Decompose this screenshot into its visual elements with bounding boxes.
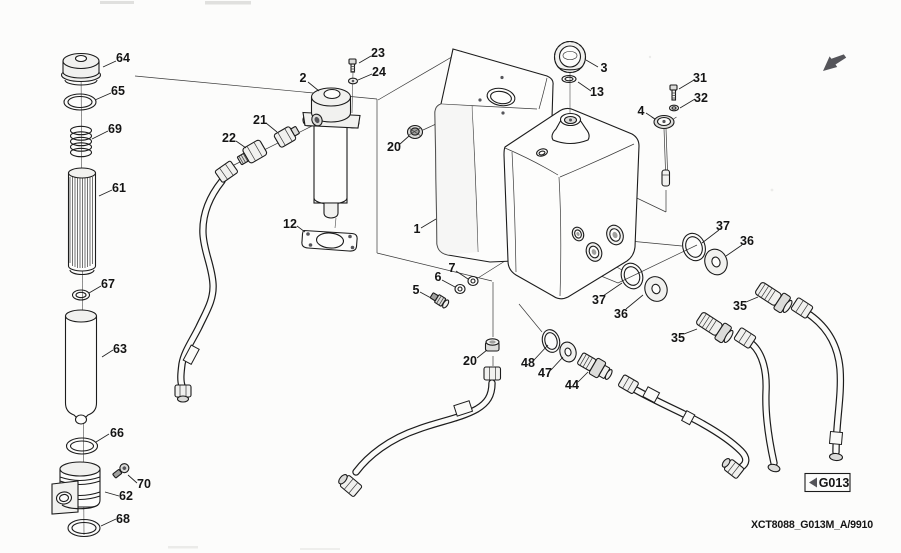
tank-filler-neck bbox=[551, 112, 590, 145]
callout-24: 24 bbox=[372, 65, 386, 79]
callout-35b: 35 bbox=[671, 331, 685, 345]
part-6-washer bbox=[454, 283, 466, 295]
part-22-fitting bbox=[236, 139, 268, 166]
callout-63: 63 bbox=[113, 342, 127, 356]
callout-37b: 37 bbox=[592, 293, 606, 307]
filler-cap-group bbox=[553, 40, 587, 114]
washer-36b bbox=[644, 276, 668, 302]
callout-12: 12 bbox=[283, 217, 297, 231]
callout-64: 64 bbox=[116, 51, 130, 65]
callout-22: 22 bbox=[222, 131, 236, 145]
callout-37a: 37 bbox=[716, 219, 730, 233]
callout-62: 62 bbox=[119, 489, 133, 503]
hose-return-line bbox=[174, 160, 238, 403]
assembly-lines bbox=[134, 50, 698, 366]
callout-23: 23 bbox=[371, 46, 385, 60]
oring-37b bbox=[620, 262, 644, 290]
callout-67: 67 bbox=[101, 277, 115, 291]
callout-44: 44 bbox=[565, 378, 579, 392]
left-triangle-icon bbox=[809, 477, 817, 488]
callout-4: 4 bbox=[638, 104, 645, 118]
callout-5: 5 bbox=[413, 283, 420, 297]
part-31-bolt bbox=[669, 84, 678, 101]
callout-47: 47 bbox=[538, 366, 552, 380]
callout-20a: 20 bbox=[387, 140, 401, 154]
part-64-cap bbox=[60, 52, 102, 86]
callout-35a: 35 bbox=[733, 299, 747, 313]
return-filter-assembly bbox=[174, 58, 361, 403]
part-21-fitting bbox=[273, 126, 300, 148]
washer-36a bbox=[704, 248, 728, 276]
callout-48: 48 bbox=[521, 356, 535, 370]
callout-66: 66 bbox=[110, 426, 124, 440]
figure-caption: XCT8088_G013M_A/9910 bbox=[751, 519, 873, 531]
hose-b bbox=[733, 327, 781, 473]
callout-7: 7 bbox=[449, 261, 456, 275]
dipstick-group bbox=[651, 84, 680, 187]
callout-61: 61 bbox=[112, 181, 126, 195]
callout-13: 13 bbox=[590, 85, 604, 99]
fitting-35a bbox=[755, 282, 793, 314]
callout-2: 2 bbox=[300, 71, 307, 85]
figure-ref-label: G013 bbox=[819, 476, 850, 490]
callout-32: 32 bbox=[694, 91, 708, 105]
part-66-oring bbox=[65, 437, 99, 455]
suction-hose bbox=[338, 366, 502, 497]
oring-48 bbox=[541, 329, 561, 353]
part-63-tube bbox=[64, 309, 98, 425]
part-13-washer bbox=[561, 74, 577, 84]
part-20-fitting-lower bbox=[484, 338, 500, 352]
washer-47 bbox=[559, 341, 577, 363]
part-12-flange bbox=[301, 229, 358, 252]
tank-ports bbox=[571, 224, 624, 262]
oring-37a bbox=[682, 232, 706, 262]
left-filter-stack bbox=[51, 52, 130, 538]
callout-31: 31 bbox=[693, 71, 707, 85]
view-direction-arrow-icon bbox=[823, 54, 847, 71]
part-3-filler-cap bbox=[553, 40, 587, 74]
part-68-oring bbox=[67, 518, 101, 538]
scan-artifacts bbox=[100, 1, 774, 550]
callout-36b: 36 bbox=[614, 307, 628, 321]
callout-68: 68 bbox=[116, 512, 130, 526]
tank-part-1 bbox=[434, 48, 640, 300]
part-69-spring bbox=[69, 125, 93, 158]
hose-a bbox=[790, 297, 845, 462]
hose-c bbox=[618, 374, 750, 479]
callout-labels: 64 65 69 61 67 63 66 70 62 68 2 23 24 21… bbox=[88, 46, 759, 527]
part-4-dipstick bbox=[651, 114, 677, 187]
part-62-housing bbox=[51, 461, 101, 515]
callout-21: 21 bbox=[253, 113, 267, 127]
fitting-35b bbox=[696, 312, 734, 344]
part-7-washer bbox=[467, 275, 479, 287]
callout-20b: 20 bbox=[463, 354, 477, 368]
part-23-bolt bbox=[348, 58, 357, 73]
part-61-filter-element bbox=[67, 167, 97, 276]
callout-36a: 36 bbox=[740, 234, 754, 248]
callout-65: 65 bbox=[111, 84, 125, 98]
part-20-fitting-upper bbox=[406, 124, 424, 140]
part-67-oring bbox=[71, 289, 91, 301]
callout-69: 69 bbox=[108, 122, 122, 136]
callout-70: 70 bbox=[137, 477, 151, 491]
drain-plug-group bbox=[429, 275, 479, 309]
part-70-plug bbox=[112, 463, 130, 479]
callout-6: 6 bbox=[435, 270, 442, 284]
tank-front-lobe bbox=[503, 107, 640, 300]
port-fitting-groups bbox=[620, 232, 845, 473]
part-65-oring bbox=[63, 93, 97, 111]
callout-1: 1 bbox=[414, 222, 421, 236]
part-2-filter-head bbox=[302, 87, 361, 219]
callout-3: 3 bbox=[601, 61, 608, 75]
part-5-drain-plug bbox=[429, 292, 450, 309]
figure-ref-g013[interactable]: G013 bbox=[804, 472, 851, 493]
fitting-44 bbox=[577, 352, 613, 380]
callout-leader-lines bbox=[88, 55, 759, 527]
part-32-washer bbox=[668, 104, 680, 112]
return-port-group bbox=[541, 329, 750, 479]
part-24-washer bbox=[347, 77, 359, 85]
suction-line-group bbox=[338, 338, 502, 497]
